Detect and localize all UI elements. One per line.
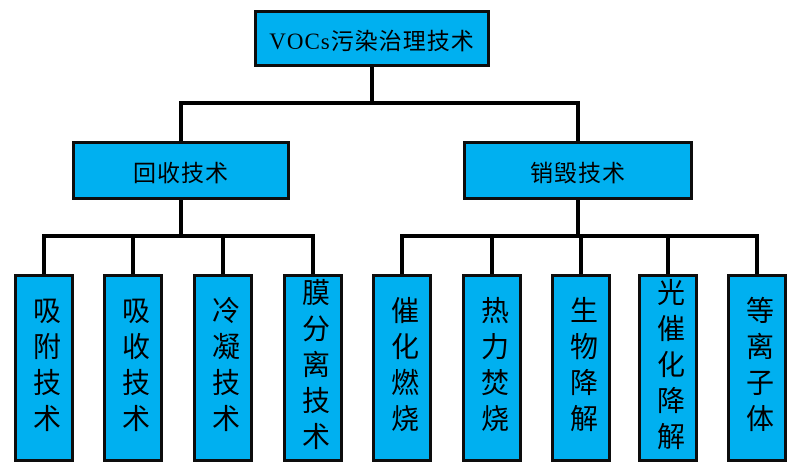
node-root: VOCs污染治理技术 [254, 10, 490, 67]
node-leaf-thermal-incineration: 热力焚烧 [462, 274, 522, 462]
node-destruction-technology: 销毁技术 [463, 141, 693, 200]
leaf-label: 等离子体 [742, 296, 773, 440]
node-root-label: VOCs污染治理技术 [269, 28, 475, 54]
node-leaf-biodegradation: 生物降解 [551, 274, 611, 462]
leaf-label: 生物降解 [566, 296, 597, 440]
leaf-label: 吸附技术 [29, 296, 60, 440]
leaf-label: 冷凝技术 [208, 296, 239, 440]
node-leaf-membrane-separation: 膜分离技术 [283, 274, 343, 462]
node-leaf-photocatalytic-degradation: 光催化降解 [638, 274, 698, 462]
node-leaf-adsorption: 吸附技术 [14, 274, 74, 462]
connector-root-to-branches [179, 40, 580, 170]
leaf-label: 膜分离技术 [298, 278, 329, 458]
connector-destruction-to-leaves [400, 180, 759, 290]
connector-recovery-to-leaves [42, 180, 315, 290]
leaf-label: 光催化降解 [653, 278, 684, 458]
node-leaf-catalytic-combustion: 催化燃烧 [372, 274, 432, 462]
node-leaf-absorption: 吸收技术 [103, 274, 163, 462]
leaf-label: 热力焚烧 [477, 296, 508, 440]
node-recovery-label: 回收技术 [133, 160, 229, 186]
leaf-label: 催化燃烧 [387, 296, 418, 440]
node-destruction-label: 销毁技术 [530, 160, 626, 186]
leaf-label: 吸收技术 [118, 296, 149, 440]
node-leaf-condensation: 冷凝技术 [193, 274, 253, 462]
node-recovery-technology: 回收技术 [72, 141, 290, 200]
node-leaf-plasma: 等离子体 [727, 274, 787, 462]
